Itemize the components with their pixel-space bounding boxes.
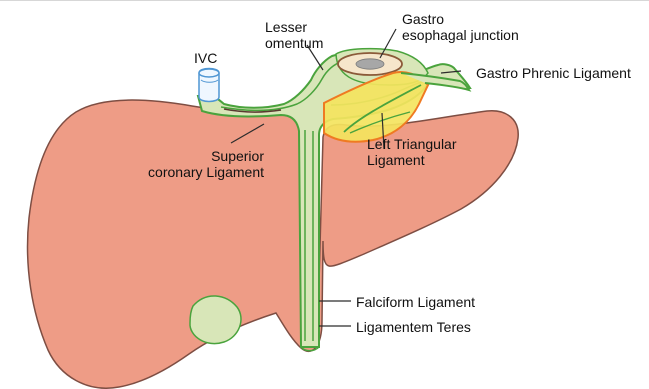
ivc-top [199,69,219,77]
callout-lesser-omentum [307,45,323,70]
quadrate-lobe [190,296,241,344]
gastro-junction-inner [356,59,384,69]
liver-body [28,100,519,388]
